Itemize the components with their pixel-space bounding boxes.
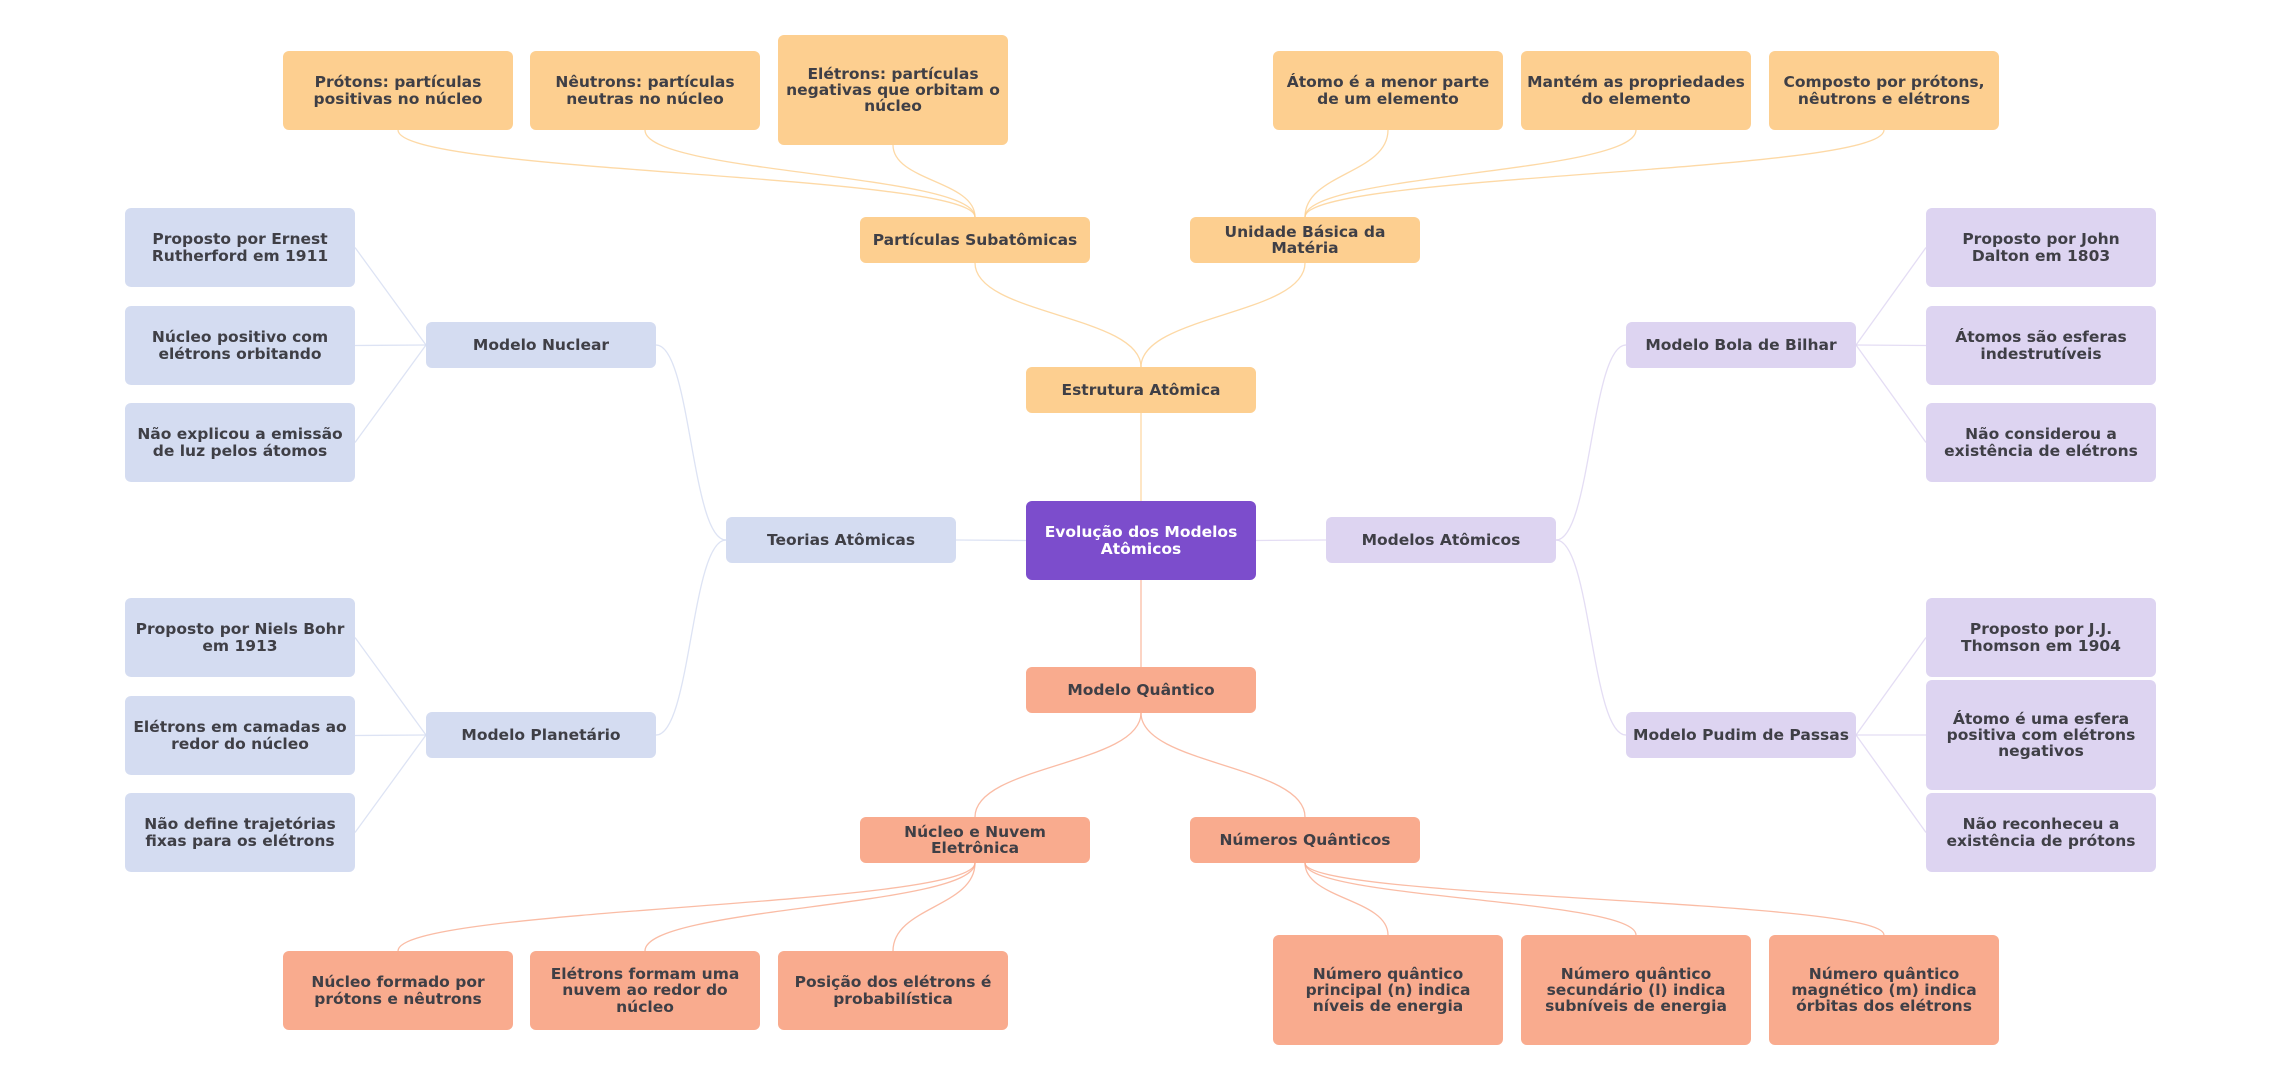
leaf-eletrons: Elétrons: partículas negativas que orbit… [778,35,1008,145]
node-modelo-nuclear: Modelo Nuclear [426,322,656,368]
connector-line [974,712,1142,818]
leaf-menor-parte: Átomo é a menor parte de um elemento [1273,51,1503,130]
connector-line [1855,344,1927,347]
connector-line [1304,129,1637,218]
leaf-sem-protons: Não reconheceu a existência de prótons [1926,793,2156,872]
connector-line [1140,262,1306,368]
connector-line [644,862,976,952]
connector-line [1855,637,1927,736]
connector-line [1855,734,1927,833]
connector-line [892,862,976,952]
connector-line [955,539,1027,542]
connector-line [644,129,976,218]
node-bola-de-bilhar: Modelo Bola de Bilhar [1626,322,1856,368]
connector-line [1255,539,1327,542]
root-node: Evolução dos Modelos Atômicos [1026,501,1256,580]
connector-line [1304,129,1389,218]
connector-line [1304,862,1637,936]
leaf-neutrons: Nêutrons: partículas neutras no núcleo [530,51,760,130]
connector-line [354,344,427,347]
leaf-rutherford: Proposto por Ernest Rutherford em 1911 [125,208,355,287]
leaf-camadas: Elétrons em camadas ao redor do núcleo [125,696,355,775]
connector-line [1140,712,1306,818]
connector-line [354,637,427,736]
leaf-probabilistica: Posição dos elétrons é probabilística [778,951,1008,1030]
connector-line [1304,862,1885,936]
connector-line [354,734,427,833]
leaf-esferas: Átomos são esferas indestrutíveis [1926,306,2156,385]
leaf-bohr: Proposto por Niels Bohr em 1913 [125,598,355,677]
connector-line [974,262,1142,368]
leaf-composto: Composto por prótons, nêutrons e elétron… [1769,51,1999,130]
node-teorias-atomicas: Teorias Atômicas [726,517,956,563]
leaf-trajetorias: Não define trajetórias fixas para os elé… [125,793,355,872]
connector-line [397,862,976,952]
leaf-nucleo-positivo: Núcleo positivo com elétrons orbitando [125,306,355,385]
leaf-principal: Número quântico principal (n) indica nív… [1273,935,1503,1045]
leaf-emissao-luz: Não explicou a emissão de luz pelos átom… [125,403,355,482]
node-pudim-de-passas: Modelo Pudim de Passas [1626,712,1856,758]
leaf-dalton: Proposto por John Dalton em 1803 [1926,208,2156,287]
connector-line [1304,862,1389,936]
node-unidade-basica: Unidade Básica da Matéria [1190,217,1420,263]
connector-line [354,344,427,443]
connector-line [892,144,976,218]
leaf-esfera-positiva: Átomo é uma esfera positiva com elétrons… [1926,680,2156,790]
leaf-secundario: Número quântico secundário (l) indica su… [1521,935,1751,1045]
connector-line [1855,247,1927,346]
node-estrutura-atomica: Estrutura Atômica [1026,367,1256,413]
connector-line [655,539,727,736]
leaf-nuvem: Elétrons formam uma nuvem ao redor do nú… [530,951,760,1030]
node-modelos-atomicos: Modelos Atômicos [1326,517,1556,563]
leaf-sem-eletrons: Não considerou a existência de elétrons [1926,403,2156,482]
connector-line [655,344,727,541]
connector-line [1555,539,1627,736]
leaf-magnetico: Número quântico magnético (m) indica órb… [1769,935,1999,1045]
connector-line [397,129,976,218]
leaf-thomson: Proposto por J.J. Thomson em 1904 [1926,598,2156,677]
connector-line [1855,344,1927,443]
node-modelo-planetario: Modelo Planetário [426,712,656,758]
connector-line [1555,344,1627,541]
node-modelo-quantico: Modelo Quântico [1026,667,1256,713]
node-nucleo-nuvem: Núcleo e Nuvem Eletrônica [860,817,1090,863]
leaf-protons: Prótons: partículas positivas no núcleo [283,51,513,130]
node-numeros-quanticos: Números Quânticos [1190,817,1420,863]
leaf-propriedades: Mantém as propriedades do elemento [1521,51,1751,130]
node-particulas-subatomicas: Partículas Subatômicas [860,217,1090,263]
connector-line [354,247,427,346]
connector-line [1304,129,1885,218]
connector-line [354,734,427,737]
leaf-nucleo-formado: Núcleo formado por prótons e nêutrons [283,951,513,1030]
